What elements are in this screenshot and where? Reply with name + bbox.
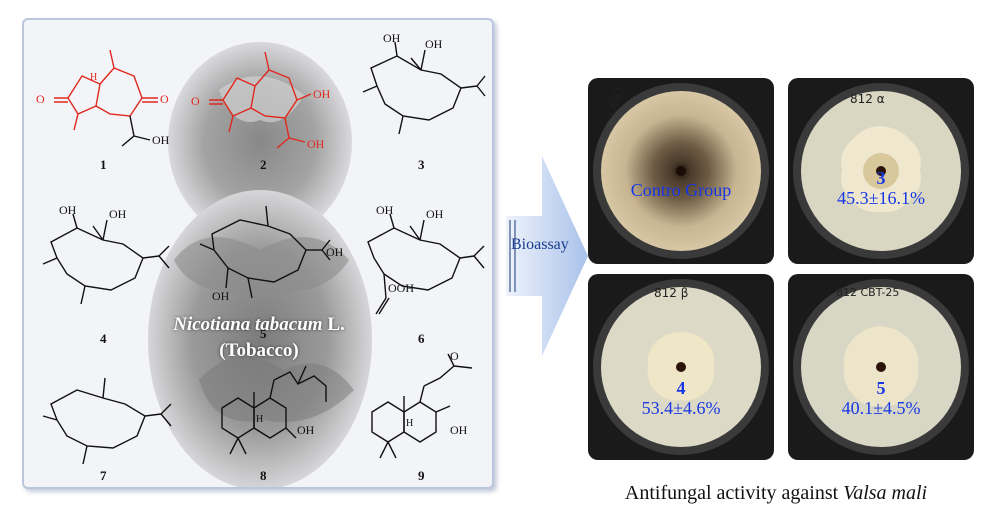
dish-compound-number: 3 [876,168,886,188]
dish-compound-number: 5 [876,378,886,398]
caption-organism: Valsa mali [843,482,928,504]
svg-text:O: O [450,350,459,363]
svg-text:OH: OH [59,203,77,217]
svg-text:H: H [406,418,413,429]
structure-9: O OH H [354,350,490,468]
petri-dish-compound-5 [788,274,974,460]
figure-caption: Antifungal activity against Valsa mali [566,482,986,505]
inhibition-value: 53.4±4.6% [641,398,721,418]
structure-1: O O H OH [34,40,174,150]
svg-text:OH: OH [376,203,394,217]
svg-text:H: H [256,414,263,425]
dish-tag-5: 812 CBT-25 [836,286,900,299]
structure-5: OH OH [182,190,342,310]
svg-text:OH: OH [426,207,444,221]
bioassay-label: Bioassay [511,236,569,253]
svg-text:H: H [90,72,97,83]
compound-number-5: 5 [260,326,267,341]
structure-4: OH OH [29,198,179,313]
control-label: Contro Group [630,180,732,200]
compound-number-3: 3 [418,157,425,172]
petri-dish-compound-4 [588,274,774,460]
caption-prefix: Antifungal activity against [624,482,844,504]
compound-number-6: 6 [418,331,425,346]
svg-text:OH: OH [383,31,401,45]
petri-dish-compound-3 [788,78,974,264]
bioassay-arrow [498,156,588,361]
plant-latin-name: Nicotiana tabacum [173,314,323,335]
structure-8: OH H [202,358,332,468]
svg-text:OH: OH [313,87,331,101]
structure-3: OH OH [349,28,489,148]
dish-caption-4: 4 53.4±4.6% [588,378,774,418]
dish-caption-3: 3 45.3±16.1% [788,168,974,208]
dish-tag-3: 812 α [850,92,885,106]
compound-number-7: 7 [100,468,107,483]
svg-text:O: O [36,92,45,106]
svg-text:OH: OH [326,245,342,259]
structures-panel: O O H OH 1 O OH OH 2 [22,18,494,489]
svg-text:OH: OH [425,37,443,51]
inhibition-value: 40.1±4.5% [841,398,921,418]
svg-text:O: O [160,92,169,106]
svg-text:OH: OH [307,137,325,151]
structure-6: OH OH OOH [346,198,492,333]
dish-compound-number: 4 [676,378,686,398]
structure-2: O OH OH [189,42,339,152]
svg-text:OH: OH [297,423,315,437]
dish-tag-4: 812 β [654,286,689,300]
tobacco-photo [148,42,372,487]
svg-text:OH: OH [450,423,468,437]
compound-number-8: 8 [260,468,267,483]
inhibition-value: 45.3±16.1% [837,188,925,208]
compound-number-2: 2 [260,157,267,172]
dish-caption-control: Contro Group [588,180,774,200]
svg-text:OH: OH [212,289,230,303]
svg-text:OH: OH [109,207,127,221]
compound-number-4: 4 [100,331,107,346]
svg-text:OOH: OOH [388,281,414,295]
plant-authority: L. [327,314,345,335]
plant-common-name: (Tobacco) [219,340,299,361]
compound-number-1: 1 [100,157,107,172]
dish-caption-5: 5 40.1±4.5% [788,378,974,418]
structure-7 [29,360,179,470]
petri-dish-control [588,78,774,264]
svg-text:O: O [191,94,200,108]
compound-number-9: 9 [418,468,425,483]
svg-text:OH: OH [152,133,170,147]
plant-name: Nicotiana tabacum L. (Tobacco) [169,312,349,364]
